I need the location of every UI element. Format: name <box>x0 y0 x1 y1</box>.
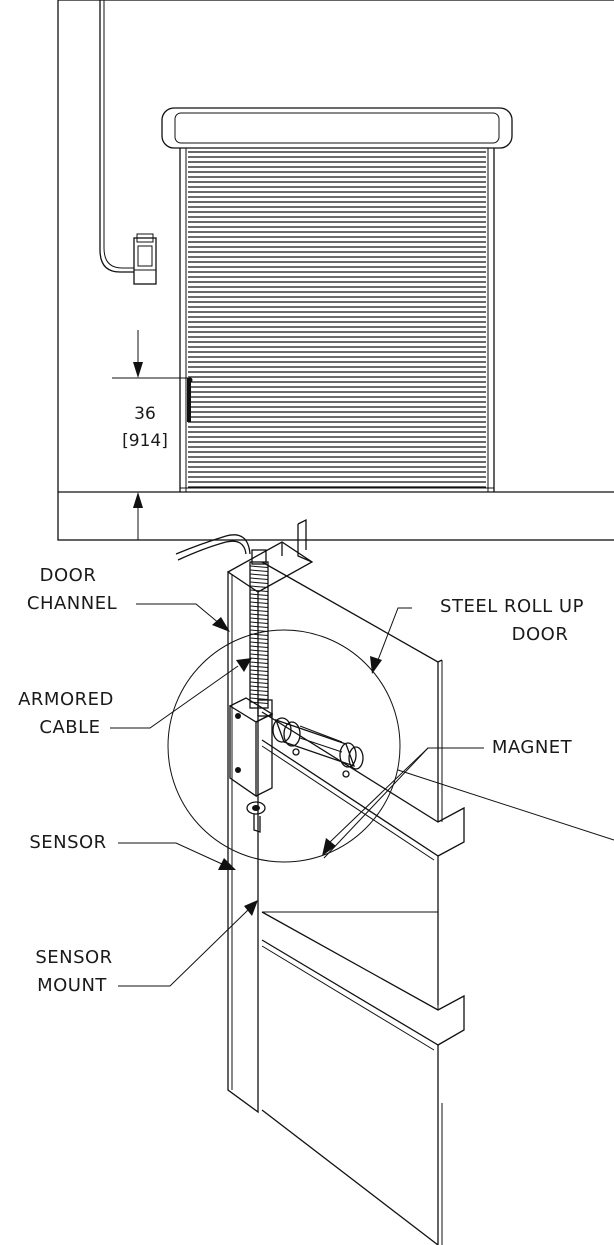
cable-coil <box>249 621 269 624</box>
cable-coil <box>249 593 269 596</box>
cable-coil <box>249 617 269 620</box>
cable-coil <box>249 589 269 592</box>
cable-coil <box>249 661 269 664</box>
cable-coil <box>249 653 269 656</box>
cable-coil <box>249 677 269 680</box>
door-slats <box>188 151 486 488</box>
callout-sensor: SENSOR <box>29 832 106 853</box>
dimension-metric: [914] <box>122 431 168 451</box>
cable-coil <box>249 673 269 676</box>
cable-coil <box>249 597 269 600</box>
cable-coil <box>249 577 269 580</box>
door-channel <box>227 518 314 1114</box>
cable-coil <box>249 585 269 588</box>
cable-coil <box>249 665 269 668</box>
sensor-mount <box>229 697 274 798</box>
cable-coil <box>249 697 269 700</box>
cable-coil <box>249 625 269 628</box>
callout-magnet: MAGNET <box>492 737 573 758</box>
callout-armored-cable-line1: ARMORED <box>18 689 114 710</box>
armored-cable <box>175 534 269 709</box>
cable-coil <box>249 569 269 572</box>
door-header <box>161 107 513 149</box>
elevation-cable <box>99 0 134 273</box>
cable-coil <box>249 609 269 612</box>
elevation-sensor <box>187 377 193 422</box>
cable-coil <box>249 613 269 616</box>
detail-circle <box>167 629 401 863</box>
detail-leader <box>397 769 614 841</box>
cable-coil <box>249 681 269 684</box>
cable-coil <box>249 689 269 692</box>
cable-coil <box>249 601 269 604</box>
cable-coil <box>249 641 269 644</box>
callout-door-channel-line2: CHANNEL <box>27 593 117 614</box>
cable-coil <box>249 657 269 660</box>
cable-coil <box>249 645 269 648</box>
callout-sensor-mount-line1: SENSOR <box>35 947 112 968</box>
cable-coil <box>249 649 269 652</box>
dimension-value: 36 <box>134 404 156 424</box>
cable-coil <box>249 605 269 608</box>
callout-steel-door-line2: DOOR <box>512 624 569 645</box>
magnet-assembly <box>272 717 364 778</box>
callouts: DOOR CHANNEL STEEL ROLL UP DOOR ARMORED … <box>18 565 584 996</box>
control-box <box>133 233 157 285</box>
bottom-fastener <box>246 801 266 833</box>
height-dimension: 36 [914] <box>112 330 188 540</box>
callout-sensor-mount-line2: MOUNT <box>37 975 107 996</box>
elevation-view: 36 [914] <box>57 0 614 541</box>
callout-armored-cable-line2: CABLE <box>39 717 100 738</box>
cable-coil <box>249 573 269 576</box>
cable-coil <box>249 693 269 696</box>
wall-outline <box>57 0 614 541</box>
callout-steel-door-line1: STEEL ROLL UP <box>440 596 584 617</box>
cable-coil <box>249 685 269 688</box>
cable-coil <box>249 581 269 584</box>
door-panel <box>261 561 465 1245</box>
callout-door-channel-line1: DOOR <box>40 565 97 586</box>
cable-coil <box>249 669 269 672</box>
cable-coil <box>249 565 269 568</box>
cable-coil <box>249 637 269 640</box>
isometric-view <box>167 518 614 1245</box>
